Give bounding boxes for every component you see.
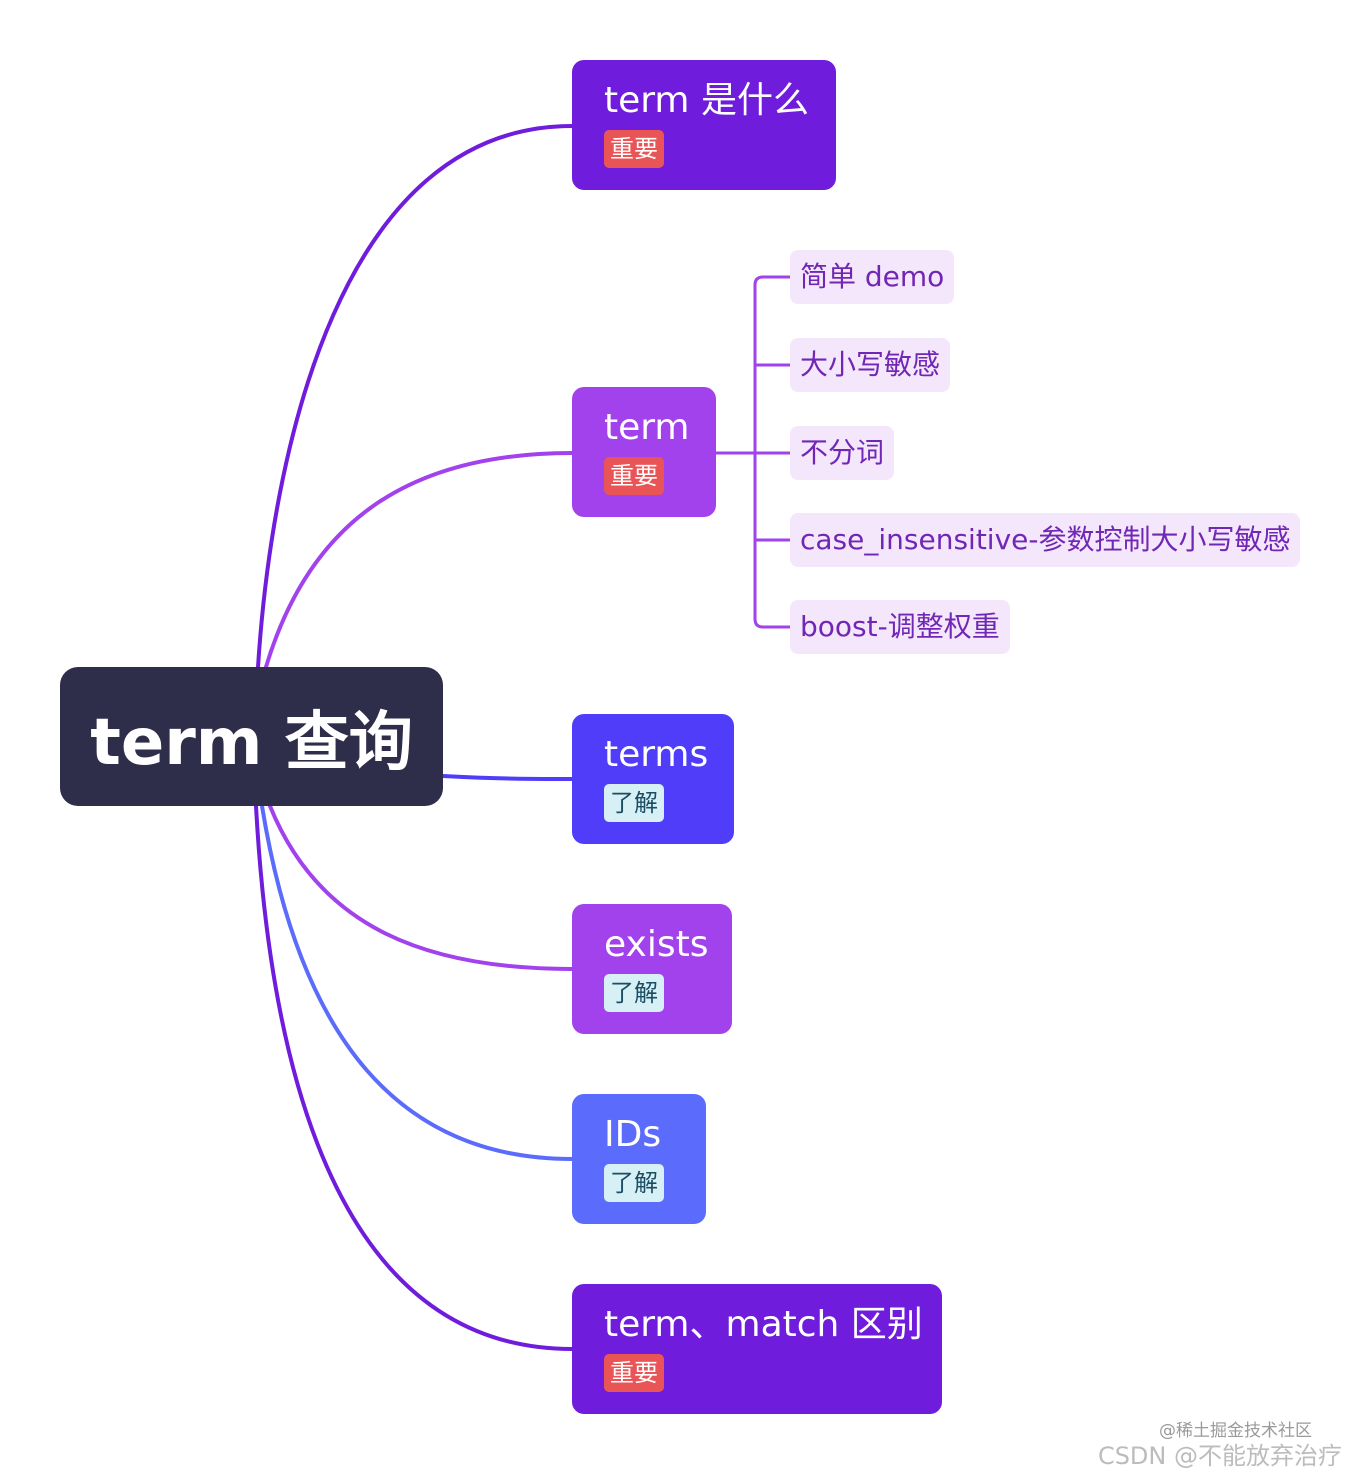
leaf-case-sensitive[interactable]: 大小写敏感	[790, 338, 951, 392]
priority-tag: 重要	[604, 1354, 664, 1392]
node-term-match-diff[interactable]: term、match 区别 重要	[572, 1284, 942, 1414]
leaf-label: boost-调整权重	[800, 610, 1000, 643]
priority-tag: 重要	[604, 457, 664, 495]
node-label: term 是什么	[604, 80, 809, 121]
leaf-case-insensitive-param[interactable]: case_insensitive-参数控制大小写敏感	[790, 513, 1301, 567]
node-label: terms	[604, 734, 709, 775]
node-term[interactable]: term 重要	[572, 387, 716, 517]
node-label: IDs	[604, 1114, 662, 1155]
leaf-label: case_insensitive-参数控制大小写敏感	[800, 523, 1291, 556]
node-ids[interactable]: IDs 了解	[572, 1094, 706, 1224]
link-terms	[441, 774, 574, 781]
node-label: term、match 区别	[604, 1304, 923, 1345]
priority-tag: 了解	[604, 974, 664, 1012]
link-ids	[260, 804, 574, 1161]
leaf-label: 简单 demo	[800, 260, 945, 293]
node-label: exists	[604, 924, 709, 965]
link-term-match	[254, 804, 574, 1351]
leaf-boost[interactable]: boost-调整权重	[790, 600, 1010, 654]
node-terms[interactable]: terms 了解	[572, 714, 734, 844]
node-exists[interactable]: exists 了解	[572, 904, 732, 1034]
link-exists	[268, 804, 574, 971]
link-term	[264, 451, 574, 669]
watermark-csdn: CSDN @不能放弃治疗	[1097, 1442, 1342, 1470]
node-label: term	[604, 407, 690, 448]
link-term-what	[256, 124, 574, 669]
priority-tag: 了解	[604, 1164, 664, 1202]
term-children-bracket	[716, 275, 790, 629]
priority-tag: 重要	[604, 130, 664, 168]
leaf-label: 大小写敏感	[800, 348, 941, 381]
root-label: term 查询	[90, 705, 413, 780]
leaf-simple-demo[interactable]: 简单 demo	[790, 250, 955, 304]
node-term-what[interactable]: term 是什么 重要	[572, 60, 836, 190]
leaf-label: 不分词	[800, 436, 885, 469]
root-node[interactable]: term 查询	[60, 667, 443, 806]
priority-tag: 了解	[604, 784, 664, 822]
leaf-no-tokenize[interactable]: 不分词	[790, 426, 895, 480]
watermark-juejin: @稀土掘金技术社区	[1159, 1421, 1312, 1441]
